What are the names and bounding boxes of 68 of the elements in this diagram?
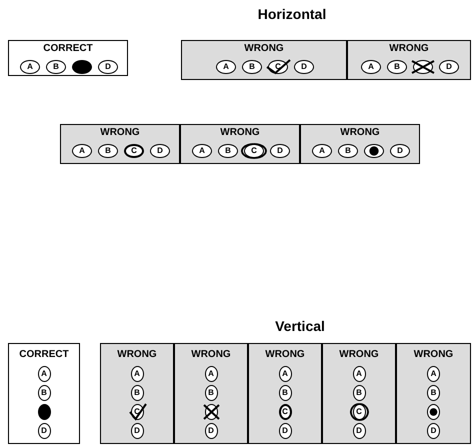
panel-heading: WRONG	[99, 127, 141, 138]
answer-bubble: D	[390, 144, 410, 158]
answer-panel	[322, 343, 396, 444]
answer-bubble: D	[38, 423, 50, 439]
answer-bubble: A	[427, 366, 440, 382]
answer-bubble: A	[278, 366, 292, 382]
partly-filled-bubble	[364, 144, 384, 158]
answer-panel	[8, 40, 128, 76]
answer-bubble: D	[278, 423, 292, 439]
panel-heading: CORRECT	[42, 43, 94, 54]
answer-panel	[396, 343, 471, 444]
answer-bubble: A	[204, 366, 218, 382]
panel-heading: WRONG	[264, 349, 306, 360]
answer-bubble: A	[130, 366, 144, 382]
answer-bubble: A	[352, 366, 366, 382]
answer-panel	[300, 124, 420, 164]
answer-bubble: D	[294, 60, 314, 74]
answer-bubble: B	[278, 385, 292, 401]
answer-panel	[60, 124, 180, 164]
answer-bubble: B	[130, 385, 144, 401]
answer-bubble: B	[338, 144, 358, 158]
answer-bubble: A	[361, 60, 381, 74]
answer-bubble: C	[124, 144, 144, 158]
answer-bubble: D	[270, 144, 290, 158]
answer-bubble: A	[72, 144, 92, 158]
answer-bubble: B	[427, 385, 440, 401]
answer-bubble: D	[352, 423, 366, 439]
answer-bubble: D	[204, 423, 218, 439]
panel-heading: WRONG	[219, 127, 261, 138]
answer-panel	[174, 343, 248, 444]
section-heading: Horizontal	[258, 6, 326, 22]
answer-bubble: A	[312, 144, 332, 158]
answer-bubble: B	[242, 60, 262, 74]
answer-bubble: D	[130, 423, 144, 439]
answer-bubble: B	[46, 60, 66, 74]
panel-heading: WRONG	[243, 43, 285, 54]
answer-bubble: B	[387, 60, 407, 74]
answer-bubble: A	[192, 144, 212, 158]
answer-panel	[8, 343, 80, 444]
answer-bubble: B	[98, 144, 118, 158]
answer-panel	[181, 40, 347, 80]
partly-filled-bubble	[427, 404, 440, 420]
answer-panel	[100, 343, 174, 444]
panel-heading: WRONG	[412, 349, 454, 360]
panel-heading: WRONG	[339, 127, 381, 138]
answer-panel	[180, 124, 300, 164]
answer-bubble: D	[98, 60, 118, 74]
answer-bubble: B	[352, 385, 366, 401]
answer-bubble: B	[204, 385, 218, 401]
panel-heading: WRONG	[190, 349, 232, 360]
answer-panel	[248, 343, 322, 444]
answer-panel	[347, 40, 471, 80]
panel-heading: WRONG	[338, 349, 380, 360]
answer-bubble: D	[439, 60, 459, 74]
panel-heading: WRONG	[388, 43, 430, 54]
panel-heading: CORRECT	[18, 349, 70, 360]
answer-bubble: D	[150, 144, 170, 158]
answer-bubble: B	[218, 144, 238, 158]
section-heading: Vertical	[275, 318, 325, 334]
answer-bubble: A	[20, 60, 40, 74]
answer-bubble: B	[38, 385, 50, 401]
answer-bubble: D	[427, 423, 440, 439]
answer-bubble: C	[278, 404, 292, 420]
answer-bubble: A	[216, 60, 236, 74]
answer-bubble: A	[38, 366, 50, 382]
filled-bubble	[38, 404, 50, 420]
panel-heading: WRONG	[116, 349, 158, 360]
filled-bubble	[72, 60, 92, 74]
